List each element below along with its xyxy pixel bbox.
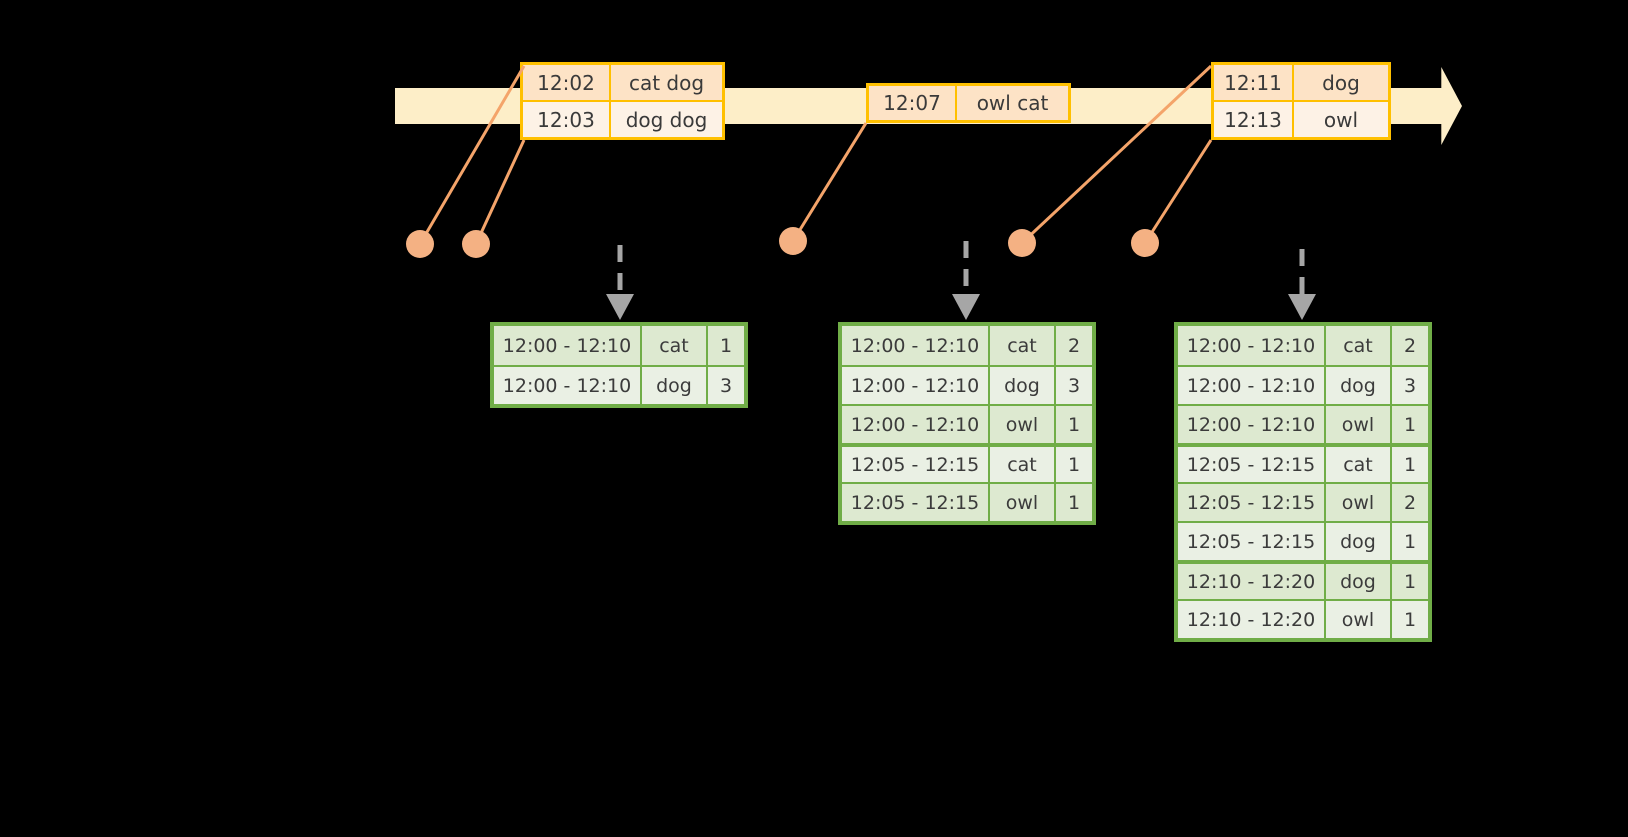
event-time: 12:13	[1214, 102, 1294, 137]
table-row: 12:05 - 12:15 dog 1	[1178, 521, 1428, 560]
event-words: owl	[1294, 102, 1388, 137]
count-cell: 1	[1392, 523, 1428, 560]
window-cell: 12:00 - 12:10	[1178, 406, 1326, 443]
event-row: 12:11 dog	[1214, 65, 1388, 100]
table-row: 12:10 - 12:20 dog 1	[1178, 560, 1428, 599]
flow-arrow-3-head	[1288, 294, 1316, 320]
key-cell: owl	[1326, 601, 1392, 638]
leader-line-3	[791, 122, 868, 242]
count-cell: 1	[1056, 484, 1092, 521]
event-words: owl cat	[957, 86, 1068, 120]
count-cell: 3	[708, 367, 744, 404]
table-row: 12:10 - 12:20 owl 1	[1178, 599, 1428, 638]
window-cell: 12:00 - 12:10	[494, 367, 642, 404]
window-cell: 12:05 - 12:15	[842, 447, 990, 482]
table-row: 12:00 - 12:10 owl 1	[1178, 404, 1428, 443]
window-cell: 12:00 - 12:10	[1178, 326, 1326, 365]
window-cell: 12:00 - 12:10	[842, 326, 990, 365]
event-dot-4	[1008, 229, 1036, 257]
table-row: 12:05 - 12:15 owl 1	[842, 482, 1092, 521]
key-cell: owl	[990, 484, 1056, 521]
window-cell: 12:05 - 12:15	[1178, 484, 1326, 521]
event-row: 12:07 owl cat	[869, 86, 1068, 120]
table-row: 12:00 - 12:10 dog 3	[1178, 365, 1428, 404]
table-row: 12:00 - 12:10 owl 1	[842, 404, 1092, 443]
event-box-3: 12:11 dog 12:13 owl	[1211, 62, 1391, 140]
window-cell: 12:00 - 12:10	[1178, 367, 1326, 404]
key-cell: owl	[1326, 406, 1392, 443]
flow-arrow-1-head	[606, 294, 634, 320]
event-time: 12:11	[1214, 65, 1294, 100]
count-cell: 1	[1056, 447, 1092, 482]
count-cell: 1	[1056, 406, 1092, 443]
count-cell: 2	[1056, 326, 1092, 365]
key-cell: cat	[990, 326, 1056, 365]
table-row: 12:00 - 12:10 cat 2	[842, 326, 1092, 365]
table-row: 12:00 - 12:10 dog 3	[842, 365, 1092, 404]
event-dot-5	[1131, 229, 1159, 257]
result-table-3: 12:00 - 12:10 cat 2 12:00 - 12:10 dog 3 …	[1174, 322, 1432, 642]
timeline-arrow-icon	[1416, 67, 1462, 145]
event-time: 12:07	[869, 86, 957, 120]
window-cell: 12:05 - 12:15	[1178, 447, 1326, 482]
count-cell: 1	[1392, 601, 1428, 638]
table-row: 12:00 - 12:10 cat 2	[1178, 326, 1428, 365]
event-time: 12:02	[523, 65, 611, 100]
key-cell: cat	[1326, 447, 1392, 482]
key-cell: dog	[1326, 367, 1392, 404]
event-time: 12:03	[523, 102, 611, 137]
table-row: 12:05 - 12:15 owl 2	[1178, 482, 1428, 521]
key-cell: owl	[990, 406, 1056, 443]
event-row: 12:13 owl	[1214, 100, 1388, 137]
event-dot-3	[779, 227, 807, 255]
key-cell: dog	[1326, 564, 1392, 599]
leader-line-2	[474, 139, 526, 245]
table-row: 12:05 - 12:15 cat 1	[1178, 443, 1428, 482]
count-cell: 1	[1392, 447, 1428, 482]
result-table-1: 12:00 - 12:10 cat 1 12:00 - 12:10 dog 3	[490, 322, 748, 408]
window-cell: 12:05 - 12:15	[842, 484, 990, 521]
event-words: cat dog	[611, 65, 722, 100]
count-cell: 1	[708, 326, 744, 365]
table-row: 12:00 - 12:10 dog 3	[494, 365, 744, 404]
event-dot-1	[406, 230, 434, 258]
table-row: 12:00 - 12:10 cat 1	[494, 326, 744, 365]
leader-line-5	[1143, 139, 1213, 244]
event-row: 12:02 cat dog	[523, 65, 722, 100]
key-cell: cat	[1326, 326, 1392, 365]
window-cell: 12:10 - 12:20	[1178, 601, 1326, 638]
count-cell: 2	[1392, 326, 1428, 365]
count-cell: 2	[1392, 484, 1428, 521]
event-row: 12:03 dog dog	[523, 100, 722, 137]
event-box-2: 12:07 owl cat	[866, 83, 1071, 123]
result-table-2: 12:00 - 12:10 cat 2 12:00 - 12:10 dog 3 …	[838, 322, 1096, 525]
window-cell: 12:00 - 12:10	[842, 367, 990, 404]
count-cell: 1	[1392, 406, 1428, 443]
event-words: dog dog	[611, 102, 722, 137]
event-words: dog	[1294, 65, 1388, 100]
event-dot-2	[462, 230, 490, 258]
event-box-1: 12:02 cat dog 12:03 dog dog	[520, 62, 725, 140]
key-cell: dog	[642, 367, 708, 404]
key-cell: cat	[990, 447, 1056, 482]
key-cell: cat	[642, 326, 708, 365]
key-cell: owl	[1326, 484, 1392, 521]
window-cell: 12:05 - 12:15	[1178, 523, 1326, 560]
key-cell: dog	[990, 367, 1056, 404]
window-cell: 12:00 - 12:10	[494, 326, 642, 365]
window-cell: 12:00 - 12:10	[842, 406, 990, 443]
count-cell: 3	[1056, 367, 1092, 404]
count-cell: 1	[1392, 564, 1428, 599]
table-row: 12:05 - 12:15 cat 1	[842, 443, 1092, 482]
key-cell: dog	[1326, 523, 1392, 560]
count-cell: 3	[1392, 367, 1428, 404]
window-cell: 12:10 - 12:20	[1178, 564, 1326, 599]
flow-arrow-2-head	[952, 294, 980, 320]
